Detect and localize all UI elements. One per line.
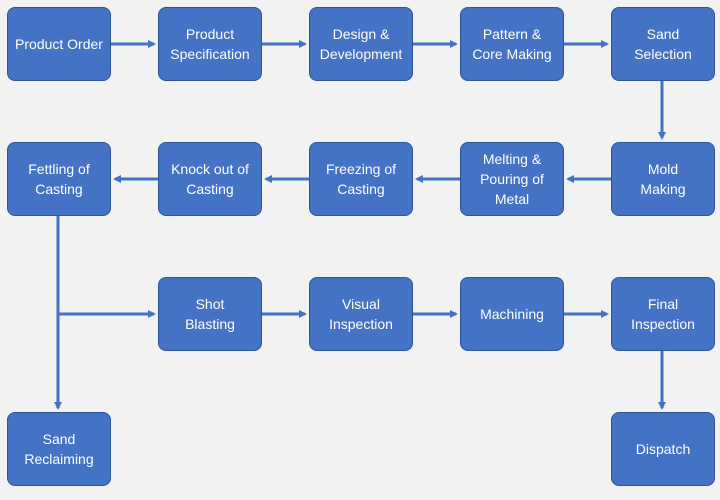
node-machining: Machining [460, 277, 564, 351]
node-pattern-core-making: Pattern & Core Making [460, 7, 564, 81]
node-product-order: Product Order [7, 7, 111, 81]
node-melting-pouring: Melting & Pouring of Metal [460, 142, 564, 216]
node-sand-reclaiming: Sand Reclaiming [7, 412, 111, 486]
node-final-inspection: Final Inspection [611, 277, 715, 351]
node-design-development: Design & Development [309, 7, 413, 81]
node-freezing-casting: Freezing of Casting [309, 142, 413, 216]
node-sand-selection: Sand Selection [611, 7, 715, 81]
node-dispatch: Dispatch [611, 412, 715, 486]
node-shot-blasting: Shot Blasting [158, 277, 262, 351]
node-mold-making: Mold Making [611, 142, 715, 216]
node-product-specification: Product Specification [158, 7, 262, 81]
node-fettling-casting: Fettling of Casting [7, 142, 111, 216]
node-visual-inspection: Visual Inspection [309, 277, 413, 351]
node-knock-out-casting: Knock out of Casting [158, 142, 262, 216]
